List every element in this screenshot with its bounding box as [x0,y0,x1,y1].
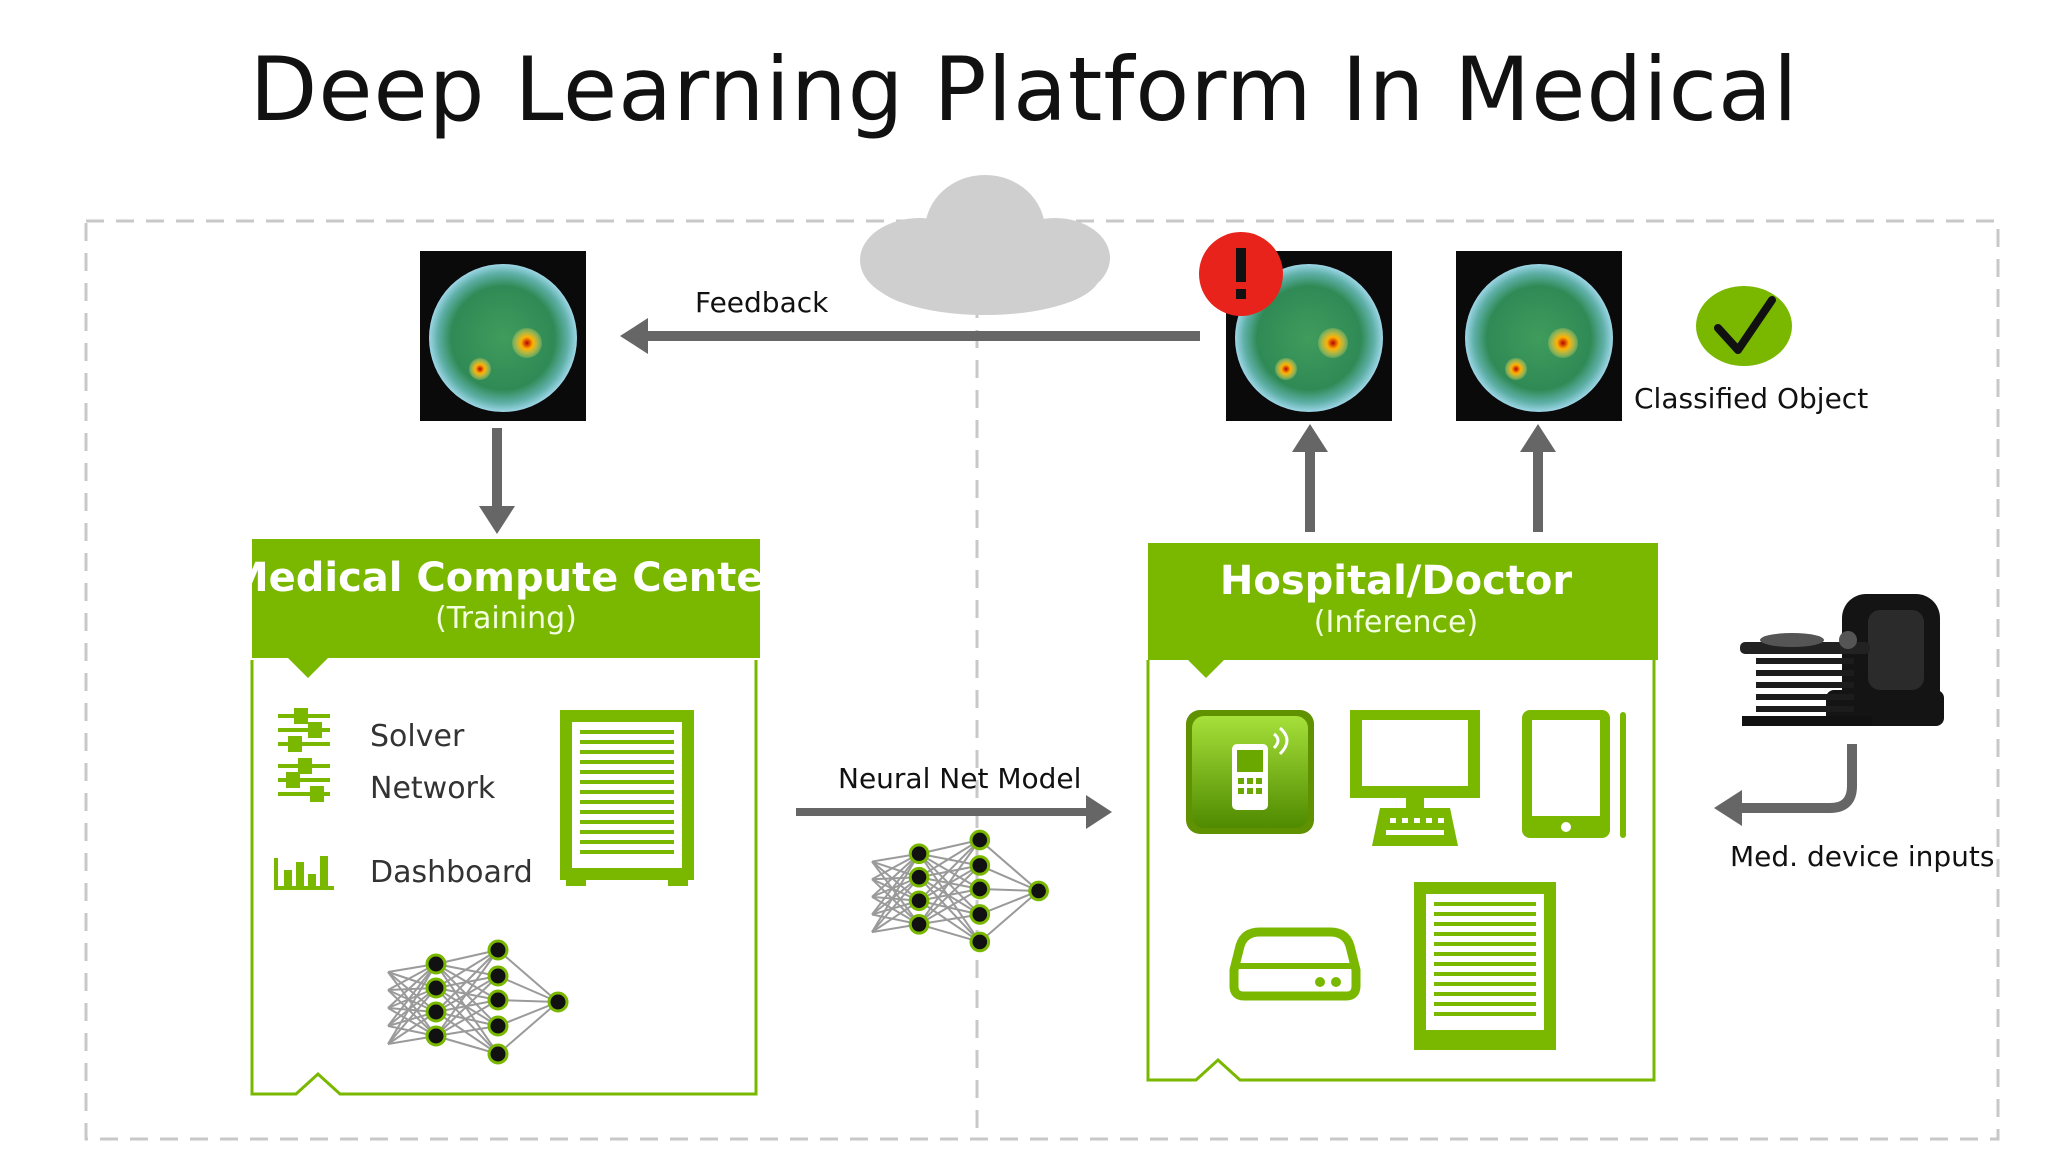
network-node [1028,880,1049,902]
mobile-phone-icon [1186,710,1314,834]
training-panel-subtitle: (Training) [435,601,577,636]
neural-network-icon [387,939,569,1065]
network-edge [435,949,499,1013]
network-node [487,965,509,987]
network-node [969,931,991,953]
training-panel-title: Medical Compute Center [229,555,784,601]
network-edge [387,987,437,1045]
outer-dashed-frame [84,219,2000,1141]
arrow-down-to-training [479,428,515,534]
network-edge [918,923,981,943]
bar-chart-icon [274,856,334,890]
network-node [908,890,930,912]
menu-item-solver: Solver [370,719,465,754]
network-edge [497,975,559,1003]
network-edge [435,1011,499,1055]
network-edge [497,1001,559,1027]
page-title: Deep Learning Platform In Medical [249,38,1799,141]
network-edge [918,888,981,926]
neural-net-model-label: Neural Net Model [838,762,1081,795]
brain-scan-icon [420,251,586,421]
network-edge [435,949,499,989]
network-edge [435,999,499,1037]
med-device-input-arrow [1714,744,1857,826]
network-edge [387,963,437,1045]
menu-item-network: Network [370,771,496,806]
network-node [487,1015,509,1037]
network-edge [979,890,1039,916]
network-edge [435,975,499,1037]
network-node [487,1043,509,1065]
med-device-inputs-label: Med. device inputs [1730,840,1994,873]
network-edge [918,839,981,855]
network-edge [979,864,1039,892]
network-node [908,843,930,865]
network-edge [435,987,499,1055]
network-edge [435,1035,499,1055]
network-edge [918,839,981,925]
network-edge [918,853,981,943]
network-node [487,989,509,1011]
network-node [908,866,930,888]
network-node [969,829,991,851]
network-node [425,1025,447,1047]
monitor-icon [1350,710,1480,846]
network-edge [871,876,920,933]
network-node [425,953,447,975]
sliders-icon [278,708,330,752]
network-node [969,878,991,900]
network-edge [918,899,981,943]
tablet-icon [1522,710,1626,838]
neural-network-icon [871,829,1049,953]
network-edge [387,989,437,1037]
network-edge [435,963,499,1055]
sliders-icon [278,758,330,802]
network-edge [871,853,920,916]
feedback-label: Feedback [695,286,829,319]
network-edge [871,852,920,898]
network-edge [497,949,559,1003]
network-edge [979,890,1040,943]
network-edge [918,864,981,925]
feedback-arrow [620,318,1200,354]
network-edge [871,878,920,926]
network-node [908,913,930,935]
neural-net-model-arrow [796,795,1112,829]
network-node [425,1001,447,1023]
network-node [969,855,991,876]
inference-panel-subtitle: (Inference) [1314,605,1478,640]
check-icon [1696,286,1792,366]
network-edge [918,876,981,943]
network-edge [979,839,1040,892]
arrow-up-to-alert-scan [1292,424,1328,532]
mri-scanner-icon [1740,594,1944,726]
external-drive-icon [1229,927,1361,1001]
network-edge [435,949,499,965]
network-node [547,991,569,1013]
classified-object-label: Classified Object [1634,382,1868,415]
network-edge [918,839,981,879]
server-rack-icon [1414,882,1556,1050]
network-edge [871,853,920,933]
network-node [969,904,991,925]
network-edge [387,963,437,1027]
exclamation-icon [1199,232,1283,316]
menu-item-dashboard: Dashboard [370,855,533,890]
network-node [425,977,447,999]
arrow-up-to-classified-scan [1520,424,1556,532]
network-edge [918,839,981,902]
inference-panel-title: Hospital/Doctor [1220,558,1573,604]
network-node [487,939,509,961]
network-edge [387,963,437,1009]
network-edge [435,949,499,1037]
brain-scan-classified-icon [1456,251,1622,421]
server-rack-icon [560,710,694,886]
network-edge [497,1001,559,1055]
cloud-icon [860,175,1110,315]
